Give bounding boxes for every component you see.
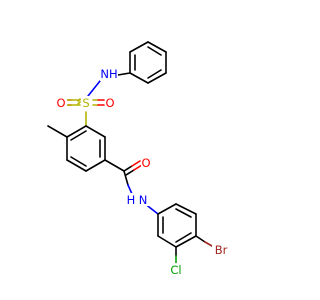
oxygen-carbonyl-atom: O [141, 156, 152, 170]
oxygen-carbonyl-label: O [141, 156, 150, 170]
nh-sulfonamide-atom: NH [100, 67, 118, 81]
central-ring [66, 125, 106, 172]
oxygen-left-label: O [56, 96, 65, 110]
halophenyl-ring [157, 203, 197, 248]
bond-ring-carbonyl [104, 159, 125, 172]
oxygen-right-label: O [105, 96, 114, 110]
bond-nh-s [87, 80, 101, 97]
carbonyl-bond [123, 160, 143, 176]
bromine-label: Br [215, 243, 228, 257]
chlorine-atom: Cl [167, 263, 185, 277]
sulfur-label: S [82, 96, 89, 110]
sulfur-atom: S [81, 96, 91, 110]
bond-phenyl-nh [117, 72, 131, 76]
bond-br [195, 235, 213, 247]
phenyl-ring [129, 41, 167, 84]
oxygen-right-atom: O [105, 96, 116, 110]
h-amide-label: H [127, 193, 136, 207]
bond-methyl [47, 125, 68, 138]
amide-bond [123, 170, 133, 195]
nh-sulfonamide-label: NH [100, 67, 117, 81]
n-amide-label: N [139, 193, 148, 207]
molecule-diagram: NH S O O O H N Br Cl [47, 41, 232, 277]
chlorine-label: Cl [170, 263, 181, 277]
bromine-atom: Br [212, 243, 232, 257]
nh-amide-atom: H N [126, 193, 154, 207]
oxygen-left-atom: O [56, 96, 67, 110]
sulfonyl-bonds [65, 98, 105, 106]
